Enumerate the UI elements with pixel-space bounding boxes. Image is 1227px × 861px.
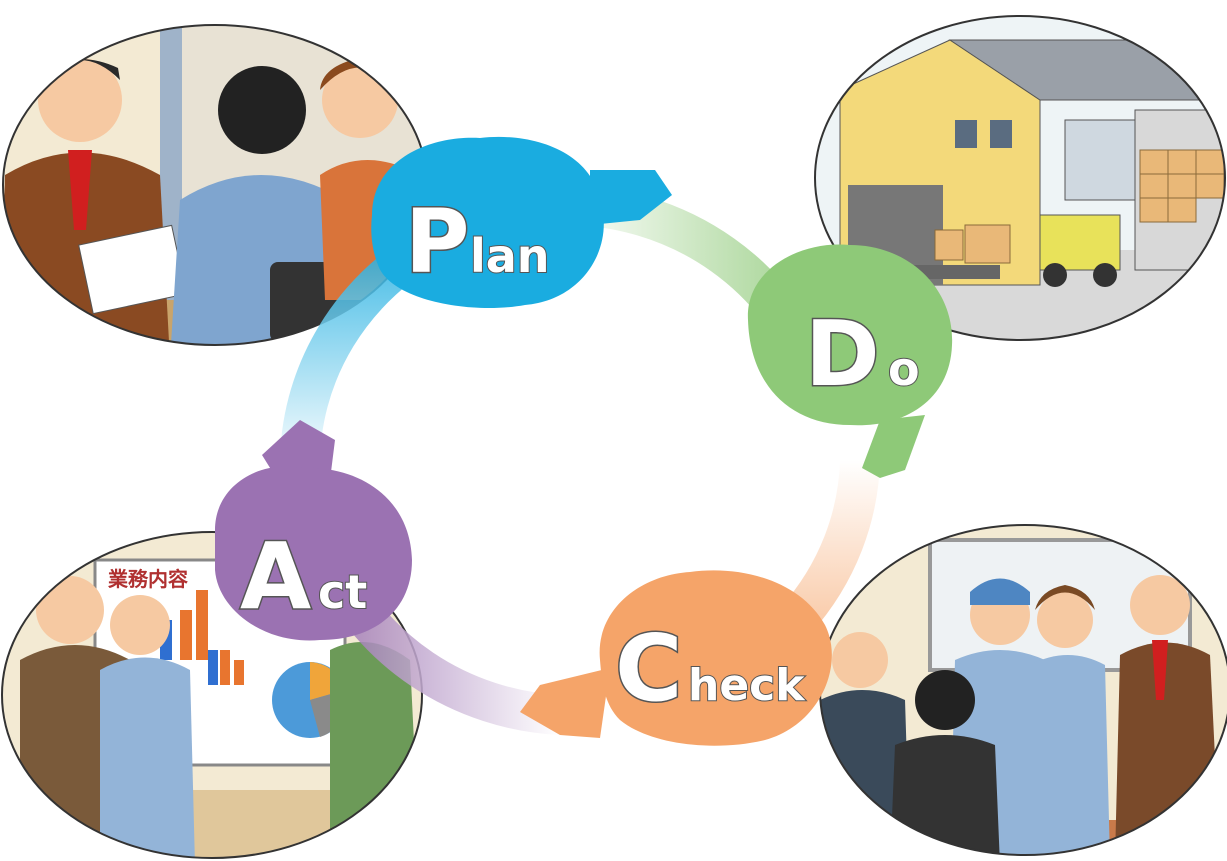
- arrow-head-check-to-act: [520, 668, 610, 738]
- plan-blob: [371, 136, 604, 309]
- check-illustration: [820, 525, 1227, 855]
- act-blob: [215, 466, 412, 641]
- do-illustration-frame: [814, 15, 1226, 341]
- do-rest: o: [888, 342, 920, 396]
- plan-rest: lan: [470, 229, 550, 283]
- arrow-head-do-to-check: [862, 415, 925, 478]
- act-initial: A: [240, 523, 311, 630]
- do-blob: [747, 244, 953, 426]
- check-rest: heck: [688, 660, 806, 711]
- act-sign-text: 業務内容: [108, 567, 188, 591]
- act-illustration-frame: [1, 531, 423, 859]
- do-label: D o: [804, 301, 921, 409]
- plan-sign-text: 書>: [22, 26, 57, 51]
- check-label: C heck: [614, 614, 808, 724]
- plan-label: P lan: [404, 189, 551, 295]
- check-blob: [599, 570, 832, 746]
- plan-initial: P: [405, 190, 470, 293]
- do-initial: D: [805, 302, 880, 407]
- check-initial: C: [615, 615, 683, 722]
- arrow-head-plan-to-do: [590, 170, 672, 225]
- act-rest: ct: [318, 565, 367, 619]
- act-label: A ct: [239, 522, 369, 632]
